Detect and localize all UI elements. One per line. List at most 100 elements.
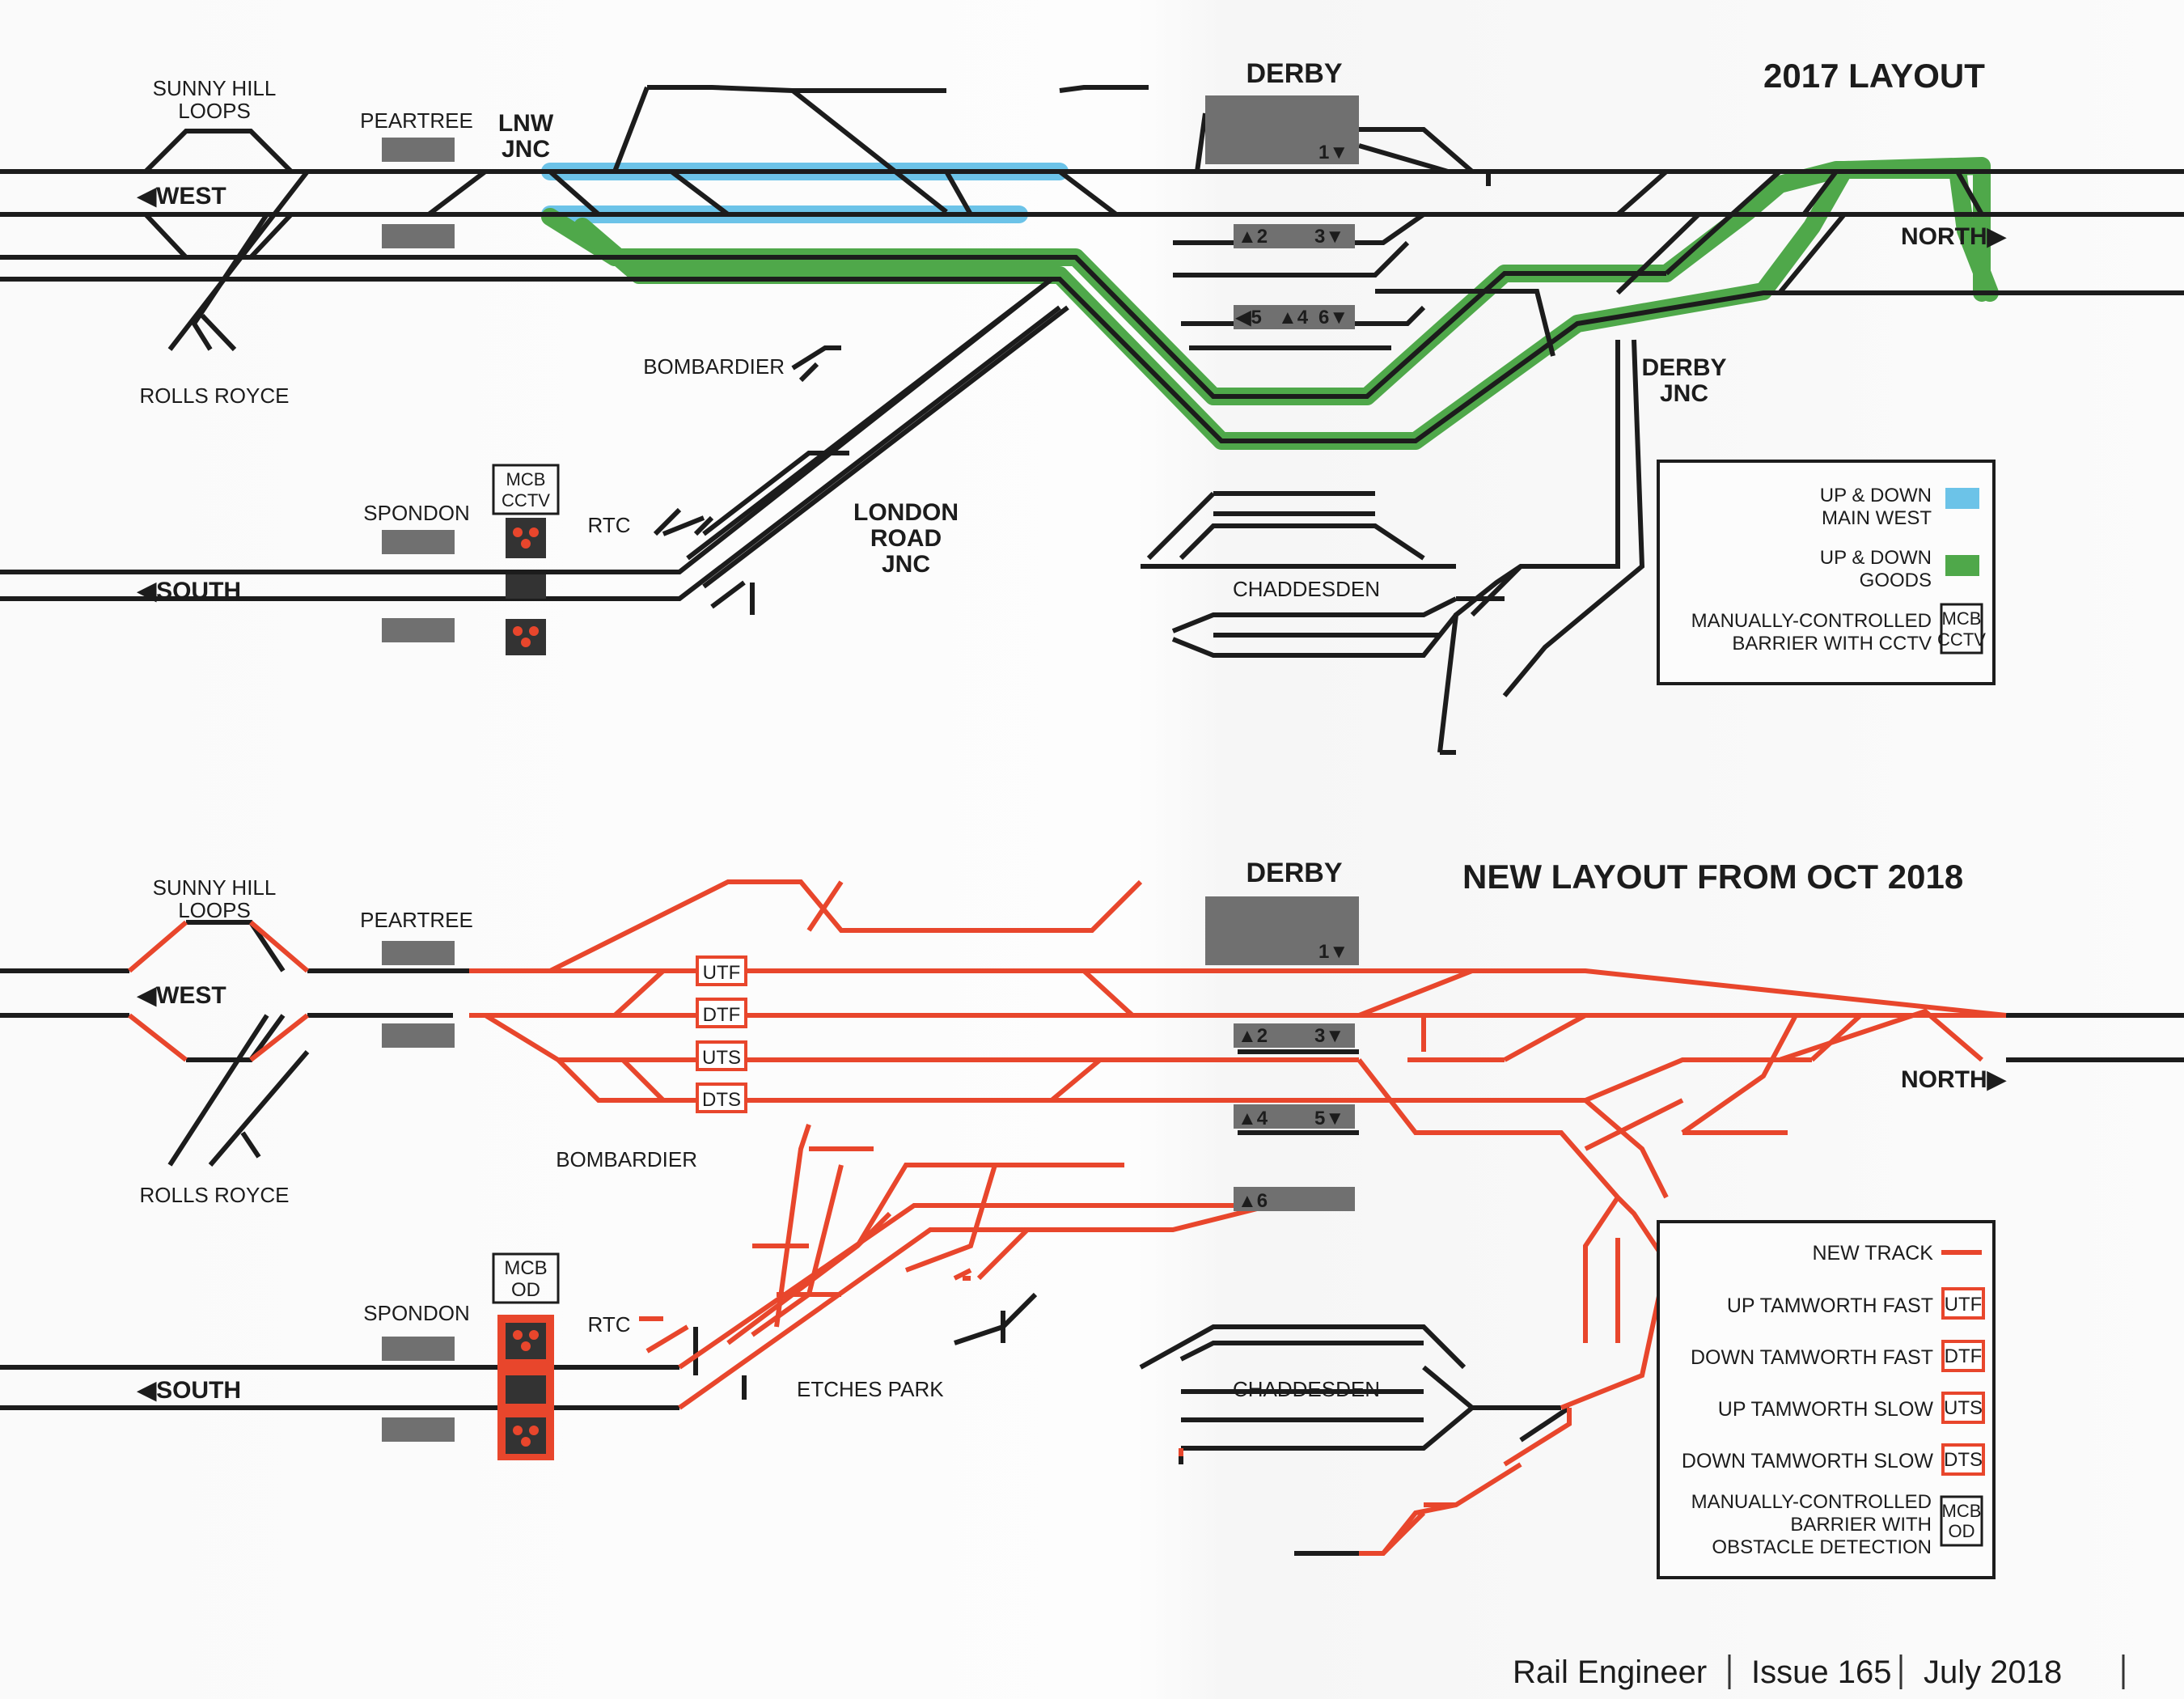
label-platform-2: ▲2 [1238,226,1268,248]
mcb-od-box [492,1252,560,1304]
label-peartree: PEARTREE [360,108,473,133]
main-west-highlight [541,163,1069,223]
derby-platform-4-5-6 [1234,305,1355,329]
derby-platform-2-3-new [1234,1023,1355,1048]
label-cctv: CCTV [502,490,550,511]
mcb-cctv-box [492,464,560,515]
mcb-crossing-top [506,518,546,558]
legend-mcb-box-2: CCTV [1937,629,1986,650]
label-south: ◀SOUTH [136,578,241,604]
legend-text-goods-2: GOODS [1860,570,1932,591]
legend-text-mcb-1: MANUALLY-CONTROLLED [1691,610,1932,632]
label-derby-jnc-2: JNC [1660,380,1708,407]
label-utf: UTF [703,962,741,984]
mcb-crossing-bottom [506,619,546,655]
label-sunny-hill: SUNNY HILL [153,76,277,100]
title-2017: 2017 LAYOUT [1763,57,1985,95]
label-platform-1: 1▼ [1318,142,1348,163]
label-london-jnc: JNC [882,551,930,578]
legend-text-mcb-od-3: OBSTACLE DETECTION [1712,1536,1932,1558]
utf-box [696,955,747,986]
label-bombardier-new: BOMBARDIER [556,1147,697,1172]
peartree-platform-down [382,224,455,248]
label-platform-6-new: ▲6 [1238,1190,1268,1212]
dts-box [696,1083,747,1113]
label-chaddesden-new: CHADDESDEN [1233,1377,1380,1401]
label-lnw: LNW [498,110,554,137]
label-road: ROAD [870,525,942,552]
uts-box [696,1040,747,1071]
footer-magazine: Rail Engineer [1513,1655,1707,1690]
label-od: OD [511,1279,540,1301]
label-platform-3: 3▼ [1314,226,1344,248]
label-mcb-new: MCB [504,1257,547,1279]
label-platform-5-new: 5▼ [1314,1108,1344,1129]
peartree-platform-up [382,138,455,162]
label-uts: UTS [702,1047,741,1069]
label-rtc: RTC [588,513,631,537]
legend-dts-box: DTS [1944,1449,1983,1471]
legend-text-mcb-od-1: MANUALLY-CONTROLLED [1691,1491,1932,1513]
peartree-platform-up-new [382,941,455,965]
legend-text-main-west-2: MAIN WEST [1822,507,1932,529]
mcb-crossing-middle [506,574,546,599]
legend-2018 [1657,1220,1996,1579]
label-dtf: DTF [703,1004,741,1026]
label-etches-park: ETCHES PARK [797,1377,944,1401]
label-chaddesden: CHADDESDEN [1233,577,1380,601]
peartree-platform-down-new [382,1023,455,1048]
label-platform-1-new: 1▼ [1318,941,1348,963]
derby-platform-6-new [1234,1187,1355,1211]
bottom-labels: NEW LAYOUT FROM OCT 2018 SUNNY HILL LOOP… [136,858,2008,1558]
footer-issue: Issue 165 [1751,1655,1891,1690]
label-rolls-royce-new: ROLLS ROYCE [140,1183,290,1207]
spondon-platform-up [382,530,455,554]
footer-date: July 2018 [1924,1655,2062,1690]
label-north-new: NORTH▶ [1901,1066,2008,1093]
legend-mcb-od-box-1: MCB [1942,1501,1982,1521]
legend-text-uts: UP TAMWORTH SLOW [1718,1398,1934,1421]
legend-text-dts: DOWN TAMWORTH SLOW [1682,1450,1934,1472]
label-rtc-new: RTC [588,1312,631,1337]
legend-text-mcb-2: BARRIER WITH CCTV [1732,633,1932,655]
label-peartree-new: PEARTREE [360,908,473,932]
top-diagram [0,85,2184,755]
legend-uts-box: UTS [1944,1397,1983,1419]
label-bombardier: BOMBARDIER [643,354,785,379]
label-west: ◀WEST [136,183,226,210]
label-sunny-hill-loops-new: LOOPS [178,898,251,922]
label-spondon: SPONDON [363,501,469,525]
label-platform-4: ▲4 [1278,307,1309,328]
derby-platform-2-3 [1234,224,1355,248]
label-london: LONDON [853,499,959,526]
derby-platform-block-new [1205,896,1359,965]
dtf-box [696,998,747,1028]
label-sunny-hill-new: SUNNY HILL [153,875,277,900]
spondon-platform-down [382,618,455,642]
label-platform-3-new: 3▼ [1314,1025,1344,1047]
legend-mcb-box-1: MCB [1942,608,1982,629]
legend-text-dtf: DOWN TAMWORTH FAST [1691,1346,1933,1369]
derby-platform-4-5-new [1234,1104,1355,1129]
label-platform-5: ◀5 [1235,307,1262,328]
label-derby-jnc: DERBY [1641,354,1726,381]
bottom-diagram [0,879,2184,1579]
legend-text-main-west-1: UP & DOWN [1820,485,1932,506]
legend-text-goods-1: UP & DOWN [1820,547,1932,569]
legend-dtf-box: DTF [1945,1345,1983,1367]
legend-text-mcb-od-2: BARRIER WITH [1790,1514,1932,1536]
top-labels: 2017 LAYOUT SUNNY HILL LOOPS PEARTREE LN… [136,57,2008,655]
legend-utf-box: UTF [1945,1294,1983,1316]
legend-text-new-track: NEW TRACK [1812,1242,1933,1265]
label-dts: DTS [702,1089,741,1111]
label-lnw-jnc: JNC [502,136,550,163]
bottom-new-tracks [128,879,2007,1556]
derby-platform-block [1205,95,1359,164]
label-platform-6: 6▼ [1318,307,1348,328]
label-rolls-royce: ROLLS ROYCE [140,383,290,408]
top-tracks [0,85,2184,755]
title-2018: NEW LAYOUT FROM OCT 2018 [1462,858,1963,896]
label-platform-4-new: ▲4 [1238,1108,1268,1129]
